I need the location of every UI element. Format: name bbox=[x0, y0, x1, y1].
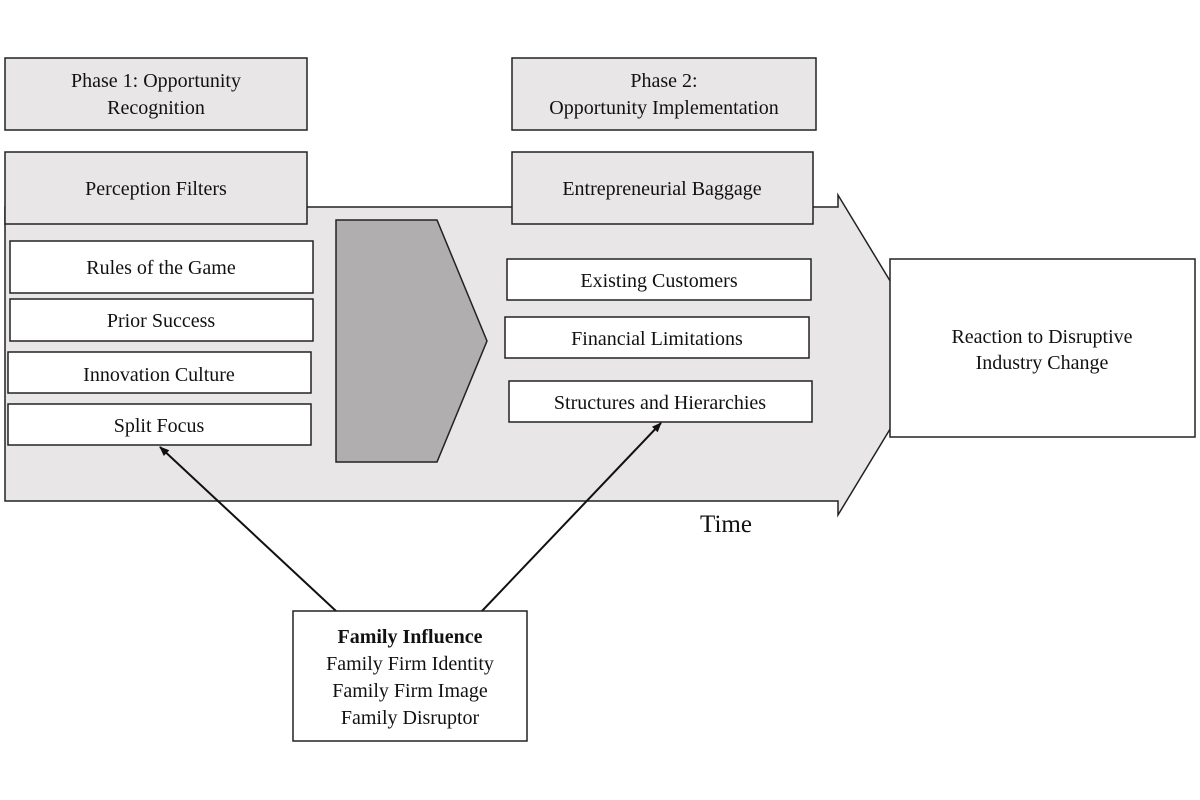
outcome-box: Reaction to Disruptive Industry Change bbox=[889, 258, 1196, 438]
influence-arrow-to-perception bbox=[159, 446, 337, 612]
svg-text:Innovation Culture: Innovation Culture bbox=[83, 364, 235, 386]
phase2-box: Phase 2: Opportunity Implementation bbox=[511, 57, 817, 131]
phase1-title-line2: Recognition bbox=[107, 97, 205, 119]
baggage-structures-and-hierarchies: Structures and Hierarchies bbox=[508, 380, 813, 423]
svg-text:Prior Success: Prior Success bbox=[107, 310, 216, 332]
entrepreneurial-baggage-label: Entrepreneurial Baggage bbox=[562, 178, 761, 200]
family-influence-box: Family Influence Family Firm Identity Fa… bbox=[292, 610, 528, 742]
svg-text:Structures and Hierarchies: Structures and Hierarchies bbox=[554, 392, 766, 414]
perception-filters-label: Perception Filters bbox=[85, 178, 227, 200]
baggage-financial-limitations: Financial Limitations bbox=[504, 316, 810, 359]
family-influence-title: Family Influence bbox=[338, 626, 483, 648]
svg-text:Rules of the Game: Rules of the Game bbox=[86, 257, 236, 279]
svg-text:Financial Limitations: Financial Limitations bbox=[571, 328, 743, 350]
phase1-title-line1: Phase 1: Opportunity bbox=[71, 70, 241, 92]
svg-text:Split Focus: Split Focus bbox=[114, 415, 205, 437]
perception-filters-header: Perception Filters bbox=[4, 151, 308, 225]
filter-rules-of-the-game: Rules of the Game bbox=[9, 240, 314, 294]
baggage-existing-customers: Existing Customers bbox=[506, 258, 812, 301]
filter-innovation-culture: Innovation Culture bbox=[7, 351, 312, 394]
filter-split-focus: Split Focus bbox=[7, 403, 312, 446]
entrepreneurial-baggage-header: Entrepreneurial Baggage bbox=[511, 151, 814, 225]
svg-text:Existing Customers: Existing Customers bbox=[580, 270, 737, 292]
phase2-title-line2: Opportunity Implementation bbox=[549, 97, 778, 119]
family-firm-identity: Family Firm Identity bbox=[326, 653, 494, 675]
transition-arrow bbox=[335, 219, 488, 463]
outcome-line1: Reaction to Disruptive bbox=[951, 326, 1132, 348]
phase1-box: Phase 1: Opportunity Recognition bbox=[4, 57, 308, 131]
outcome-line2: Industry Change bbox=[976, 352, 1109, 374]
family-firm-image: Family Firm Image bbox=[332, 680, 488, 702]
filter-prior-success: Prior Success bbox=[9, 298, 314, 342]
influence-arrow-to-baggage bbox=[481, 422, 662, 612]
time-label: Time bbox=[700, 511, 752, 538]
family-disruptor: Family Disruptor bbox=[341, 707, 480, 729]
phase2-title-line1: Phase 2: bbox=[630, 70, 697, 92]
